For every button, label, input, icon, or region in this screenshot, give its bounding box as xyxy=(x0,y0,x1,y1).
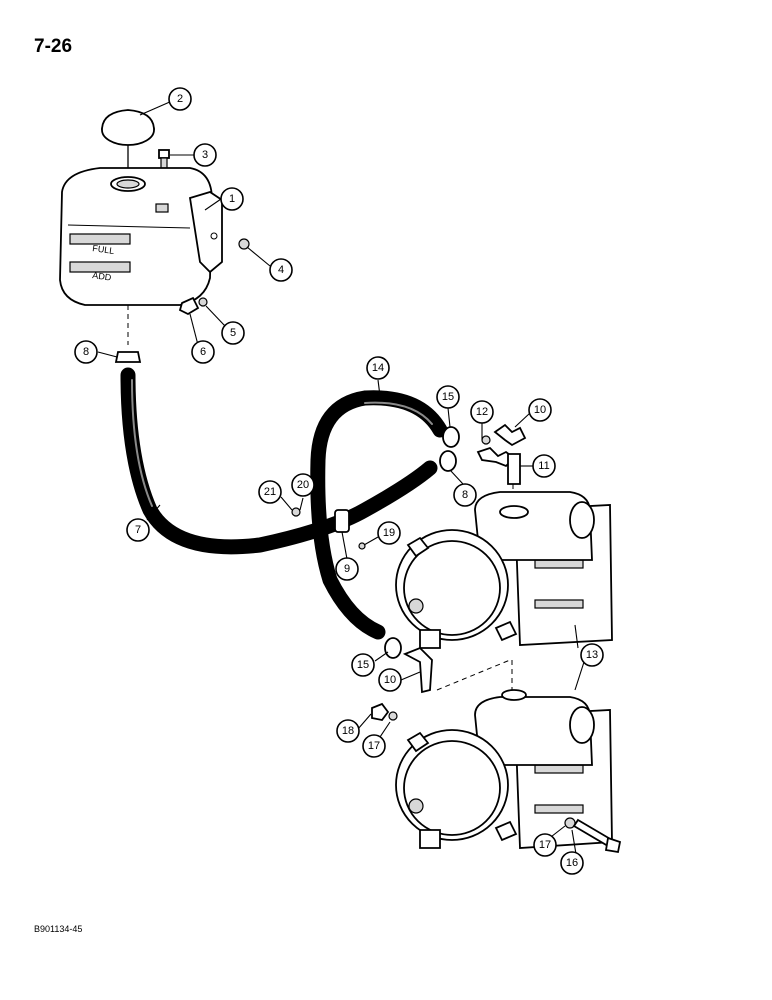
svg-text:17: 17 xyxy=(368,740,380,752)
svg-text:16: 16 xyxy=(566,857,578,869)
svg-text:19: 19 xyxy=(383,527,395,539)
callout-19: 19 xyxy=(377,521,401,545)
callout-20: 20 xyxy=(291,473,315,497)
callout-21: 21 xyxy=(258,480,282,504)
callout-14: 14 xyxy=(366,356,390,380)
callout-3: 3 xyxy=(193,143,217,167)
callout-13: 13 xyxy=(580,643,604,667)
callout-17-lower-right: 17 xyxy=(533,833,557,857)
svg-text:2: 2 xyxy=(177,93,183,105)
svg-text:3: 3 xyxy=(202,149,208,161)
lower-booster xyxy=(395,689,613,849)
callout-6: 6 xyxy=(191,340,215,364)
hose-14 xyxy=(310,390,448,640)
callout-15-upper: 15 xyxy=(436,385,460,409)
svg-text:15: 15 xyxy=(357,659,369,671)
mount-hardware xyxy=(371,702,622,854)
svg-text:8: 8 xyxy=(462,489,468,501)
svg-text:10: 10 xyxy=(534,404,546,416)
add-mark: ADD xyxy=(92,270,113,283)
callout-2: 2 xyxy=(168,87,192,111)
callout-1: 1 xyxy=(220,187,244,211)
svg-text:5: 5 xyxy=(230,327,236,339)
svg-text:18: 18 xyxy=(342,725,354,737)
svg-text:13: 13 xyxy=(586,649,598,661)
callout-10-lower: 10 xyxy=(378,668,402,692)
hose-7 xyxy=(114,351,438,555)
callout-12: 12 xyxy=(470,400,494,424)
callout-18: 18 xyxy=(336,719,360,743)
callout-7: 7 xyxy=(126,518,150,542)
callout-8-lower: 8 xyxy=(453,483,477,507)
washer-and-nut xyxy=(178,238,250,316)
full-mark: FULL xyxy=(92,243,115,256)
upper-booster xyxy=(395,491,613,649)
svg-text:17: 17 xyxy=(539,839,551,851)
svg-text:9: 9 xyxy=(344,563,350,575)
callout-16: 16 xyxy=(560,851,584,875)
callout-4: 4 xyxy=(269,258,293,282)
callout-9: 9 xyxy=(335,557,359,581)
svg-text:14: 14 xyxy=(372,362,384,374)
callout-5: 5 xyxy=(221,321,245,345)
svg-text:12: 12 xyxy=(476,406,488,418)
svg-text:6: 6 xyxy=(200,346,206,358)
svg-text:20: 20 xyxy=(297,479,309,491)
svg-text:7: 7 xyxy=(135,524,141,536)
callout-11: 11 xyxy=(532,454,556,478)
svg-text:21: 21 xyxy=(264,486,276,498)
svg-text:8: 8 xyxy=(83,346,89,358)
svg-text:1: 1 xyxy=(229,193,235,205)
callout-8-upper: 8 xyxy=(74,340,98,364)
svg-text:10: 10 xyxy=(384,674,396,686)
figure-code: B901134-45 xyxy=(34,924,83,934)
callout-10-upper: 10 xyxy=(528,398,552,422)
hose-clamps xyxy=(291,426,460,659)
page-number: 7-26 xyxy=(34,36,73,57)
callout-15-lower: 15 xyxy=(351,653,375,677)
svg-text:15: 15 xyxy=(442,391,454,403)
svg-text:11: 11 xyxy=(538,460,549,472)
svg-text:4: 4 xyxy=(278,264,284,276)
callout-17-lower-left: 17 xyxy=(362,734,386,758)
fluid-reservoir: FULL ADD xyxy=(59,167,223,345)
